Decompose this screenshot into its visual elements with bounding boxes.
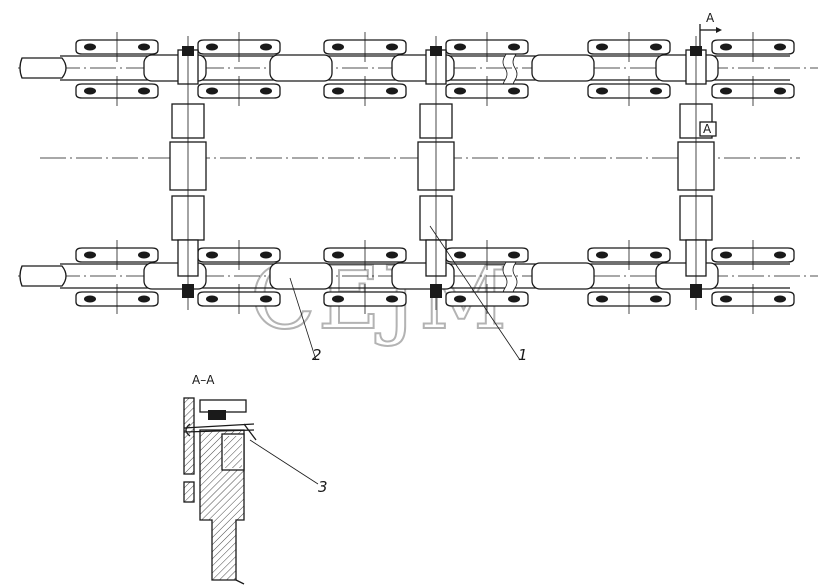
link-block — [269, 54, 333, 82]
section-mark-top: A — [706, 11, 715, 25]
side-plate — [323, 284, 407, 314]
side-plate — [75, 76, 159, 106]
scraper-flight — [417, 36, 455, 310]
side-plate — [197, 284, 281, 314]
section-mark-side: A — [703, 122, 712, 136]
scraper-flights — [169, 36, 715, 310]
side-plate — [197, 240, 281, 270]
scraper-flight — [169, 36, 207, 310]
side-plate — [75, 284, 159, 314]
side-plate — [587, 76, 671, 106]
side-plate — [323, 32, 407, 62]
side-plate — [711, 240, 795, 270]
side-plate — [75, 240, 159, 270]
scraper-flight — [677, 36, 715, 310]
side-plate — [587, 284, 671, 314]
side-plate — [197, 76, 281, 106]
callout-2: 2 — [312, 346, 322, 364]
side-plate — [75, 32, 159, 62]
side-plate — [711, 32, 795, 62]
side-plate — [445, 32, 529, 62]
side-plate — [587, 32, 671, 62]
link-block — [531, 54, 595, 82]
chain-links — [75, 32, 795, 314]
section-title: A–A — [192, 373, 215, 387]
chain-end-link-bottom — [19, 265, 67, 287]
side-plate — [197, 32, 281, 62]
chain-end-link-top — [19, 57, 67, 79]
section-marker: A A — [699, 11, 722, 137]
side-plate — [711, 76, 795, 106]
link-block — [269, 262, 333, 290]
side-plate — [587, 240, 671, 270]
section-view — [183, 397, 257, 585]
side-plate — [445, 284, 529, 314]
link-block — [531, 262, 595, 290]
side-plate — [323, 240, 407, 270]
side-plate — [445, 76, 529, 106]
callout-leaders — [249, 225, 521, 485]
side-plate — [711, 284, 795, 314]
side-plate — [323, 76, 407, 106]
callout-3: 3 — [318, 478, 328, 496]
callout-1: 1 — [518, 346, 528, 364]
